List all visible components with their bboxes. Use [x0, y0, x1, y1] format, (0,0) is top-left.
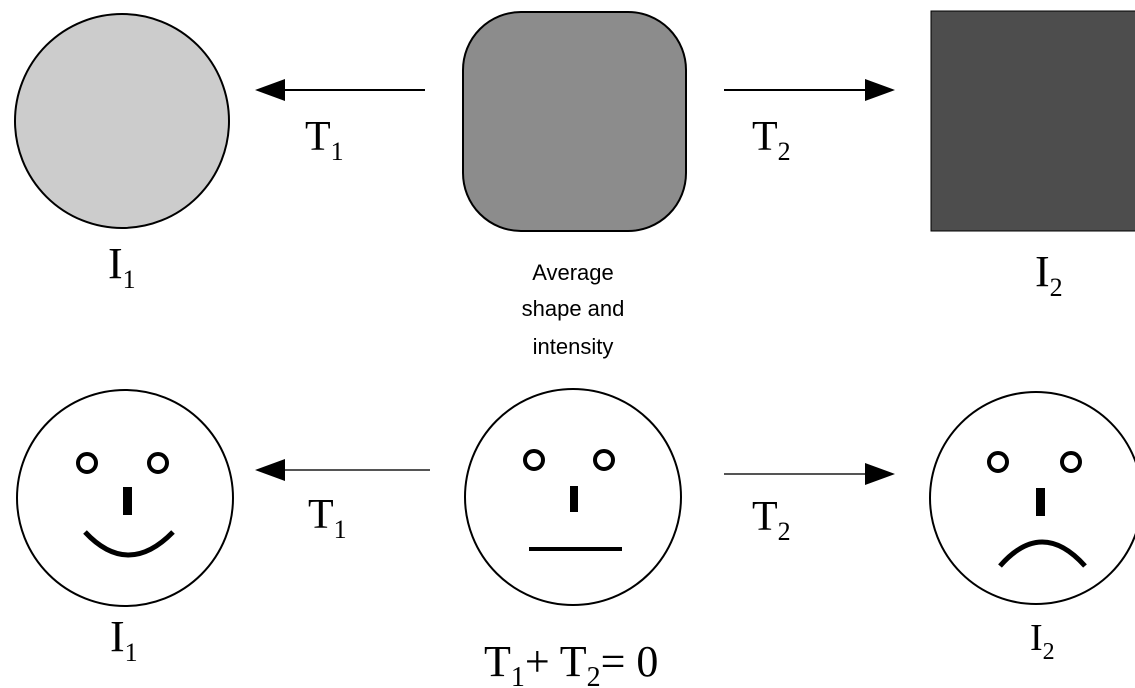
label-i2-bottom: I2 [1030, 617, 1055, 665]
arrow-t1-bottom-label: T1 [308, 492, 347, 544]
top-row: T1 T2 I1 I2 Average shape and intensity [14, 10, 1135, 359]
equation-t1-plus-t2-equals-zero: T1+T2= 0 [484, 637, 658, 688]
neutral-face-nose [570, 486, 578, 512]
average-caption-line-3: intensity [533, 334, 614, 359]
bottom-row: T1 T2 I1 I2 [16, 388, 1135, 688]
sad-face-outline [929, 391, 1135, 605]
label-i1-bottom: I1 [110, 612, 138, 667]
average-shape [462, 11, 687, 232]
sad-face-nose [1036, 488, 1045, 516]
happy-face-nose [123, 487, 132, 515]
label-i1-top: I1 [108, 239, 136, 294]
happy-face-left-eye [76, 452, 98, 474]
happy-face-mouth [83, 530, 175, 558]
light-circle-shape [14, 13, 230, 229]
happy-face-right-eye [147, 452, 169, 474]
average-caption-line-2: shape and [522, 296, 625, 321]
sad-face-mouth [998, 539, 1087, 568]
label-i2-top: I2 [1035, 247, 1063, 302]
sad-face-left-eye [987, 451, 1009, 473]
dark-square-shape [930, 10, 1135, 232]
average-caption-line-1: Average [532, 260, 614, 285]
neutral-face-left-eye [523, 449, 545, 471]
arrow-t2-top-label: T2 [752, 114, 791, 166]
sad-face [929, 391, 1135, 605]
sad-face-right-eye [1060, 451, 1082, 473]
neutral-face-right-eye [593, 449, 615, 471]
arrow-t1-top-label: T1 [305, 114, 344, 166]
arrow-t2-bottom-label: T2 [752, 494, 791, 546]
happy-face [16, 389, 234, 607]
neutral-face [464, 388, 682, 606]
